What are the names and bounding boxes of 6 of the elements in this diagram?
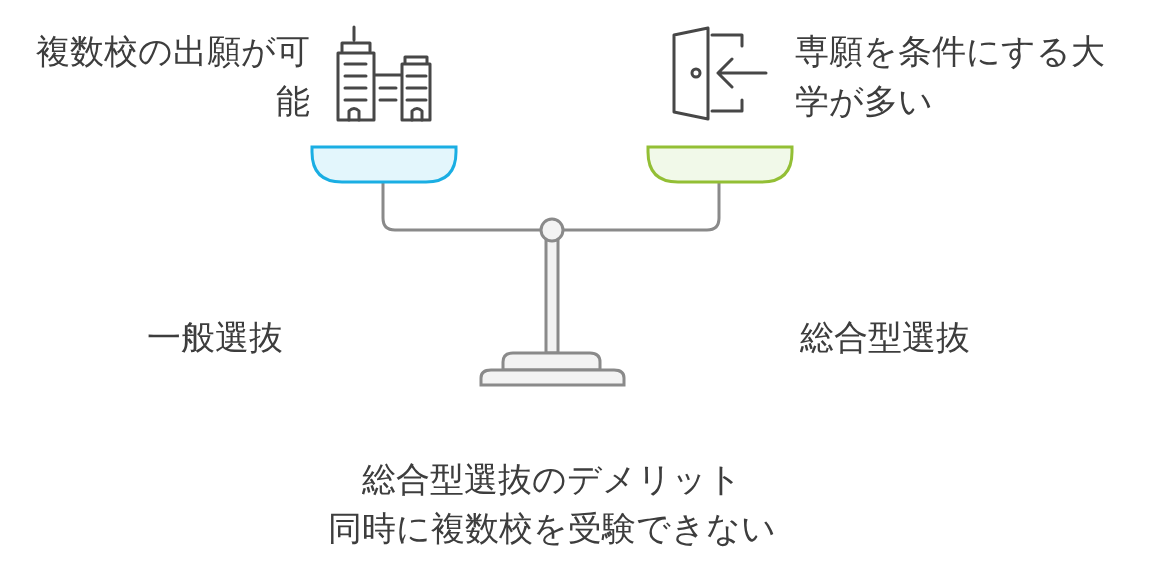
label-text: 総合型選抜 (799, 316, 971, 359)
label-text: 同時に複数校を受験できない (327, 507, 777, 550)
label-text: 総合型選抜のデメリット (361, 458, 743, 501)
label-text: 専願を条件にする大学が多い (795, 30, 1106, 123)
label-text: 複数校の出願が可能 (35, 30, 310, 123)
label-text: 一般選抜 (146, 316, 284, 359)
